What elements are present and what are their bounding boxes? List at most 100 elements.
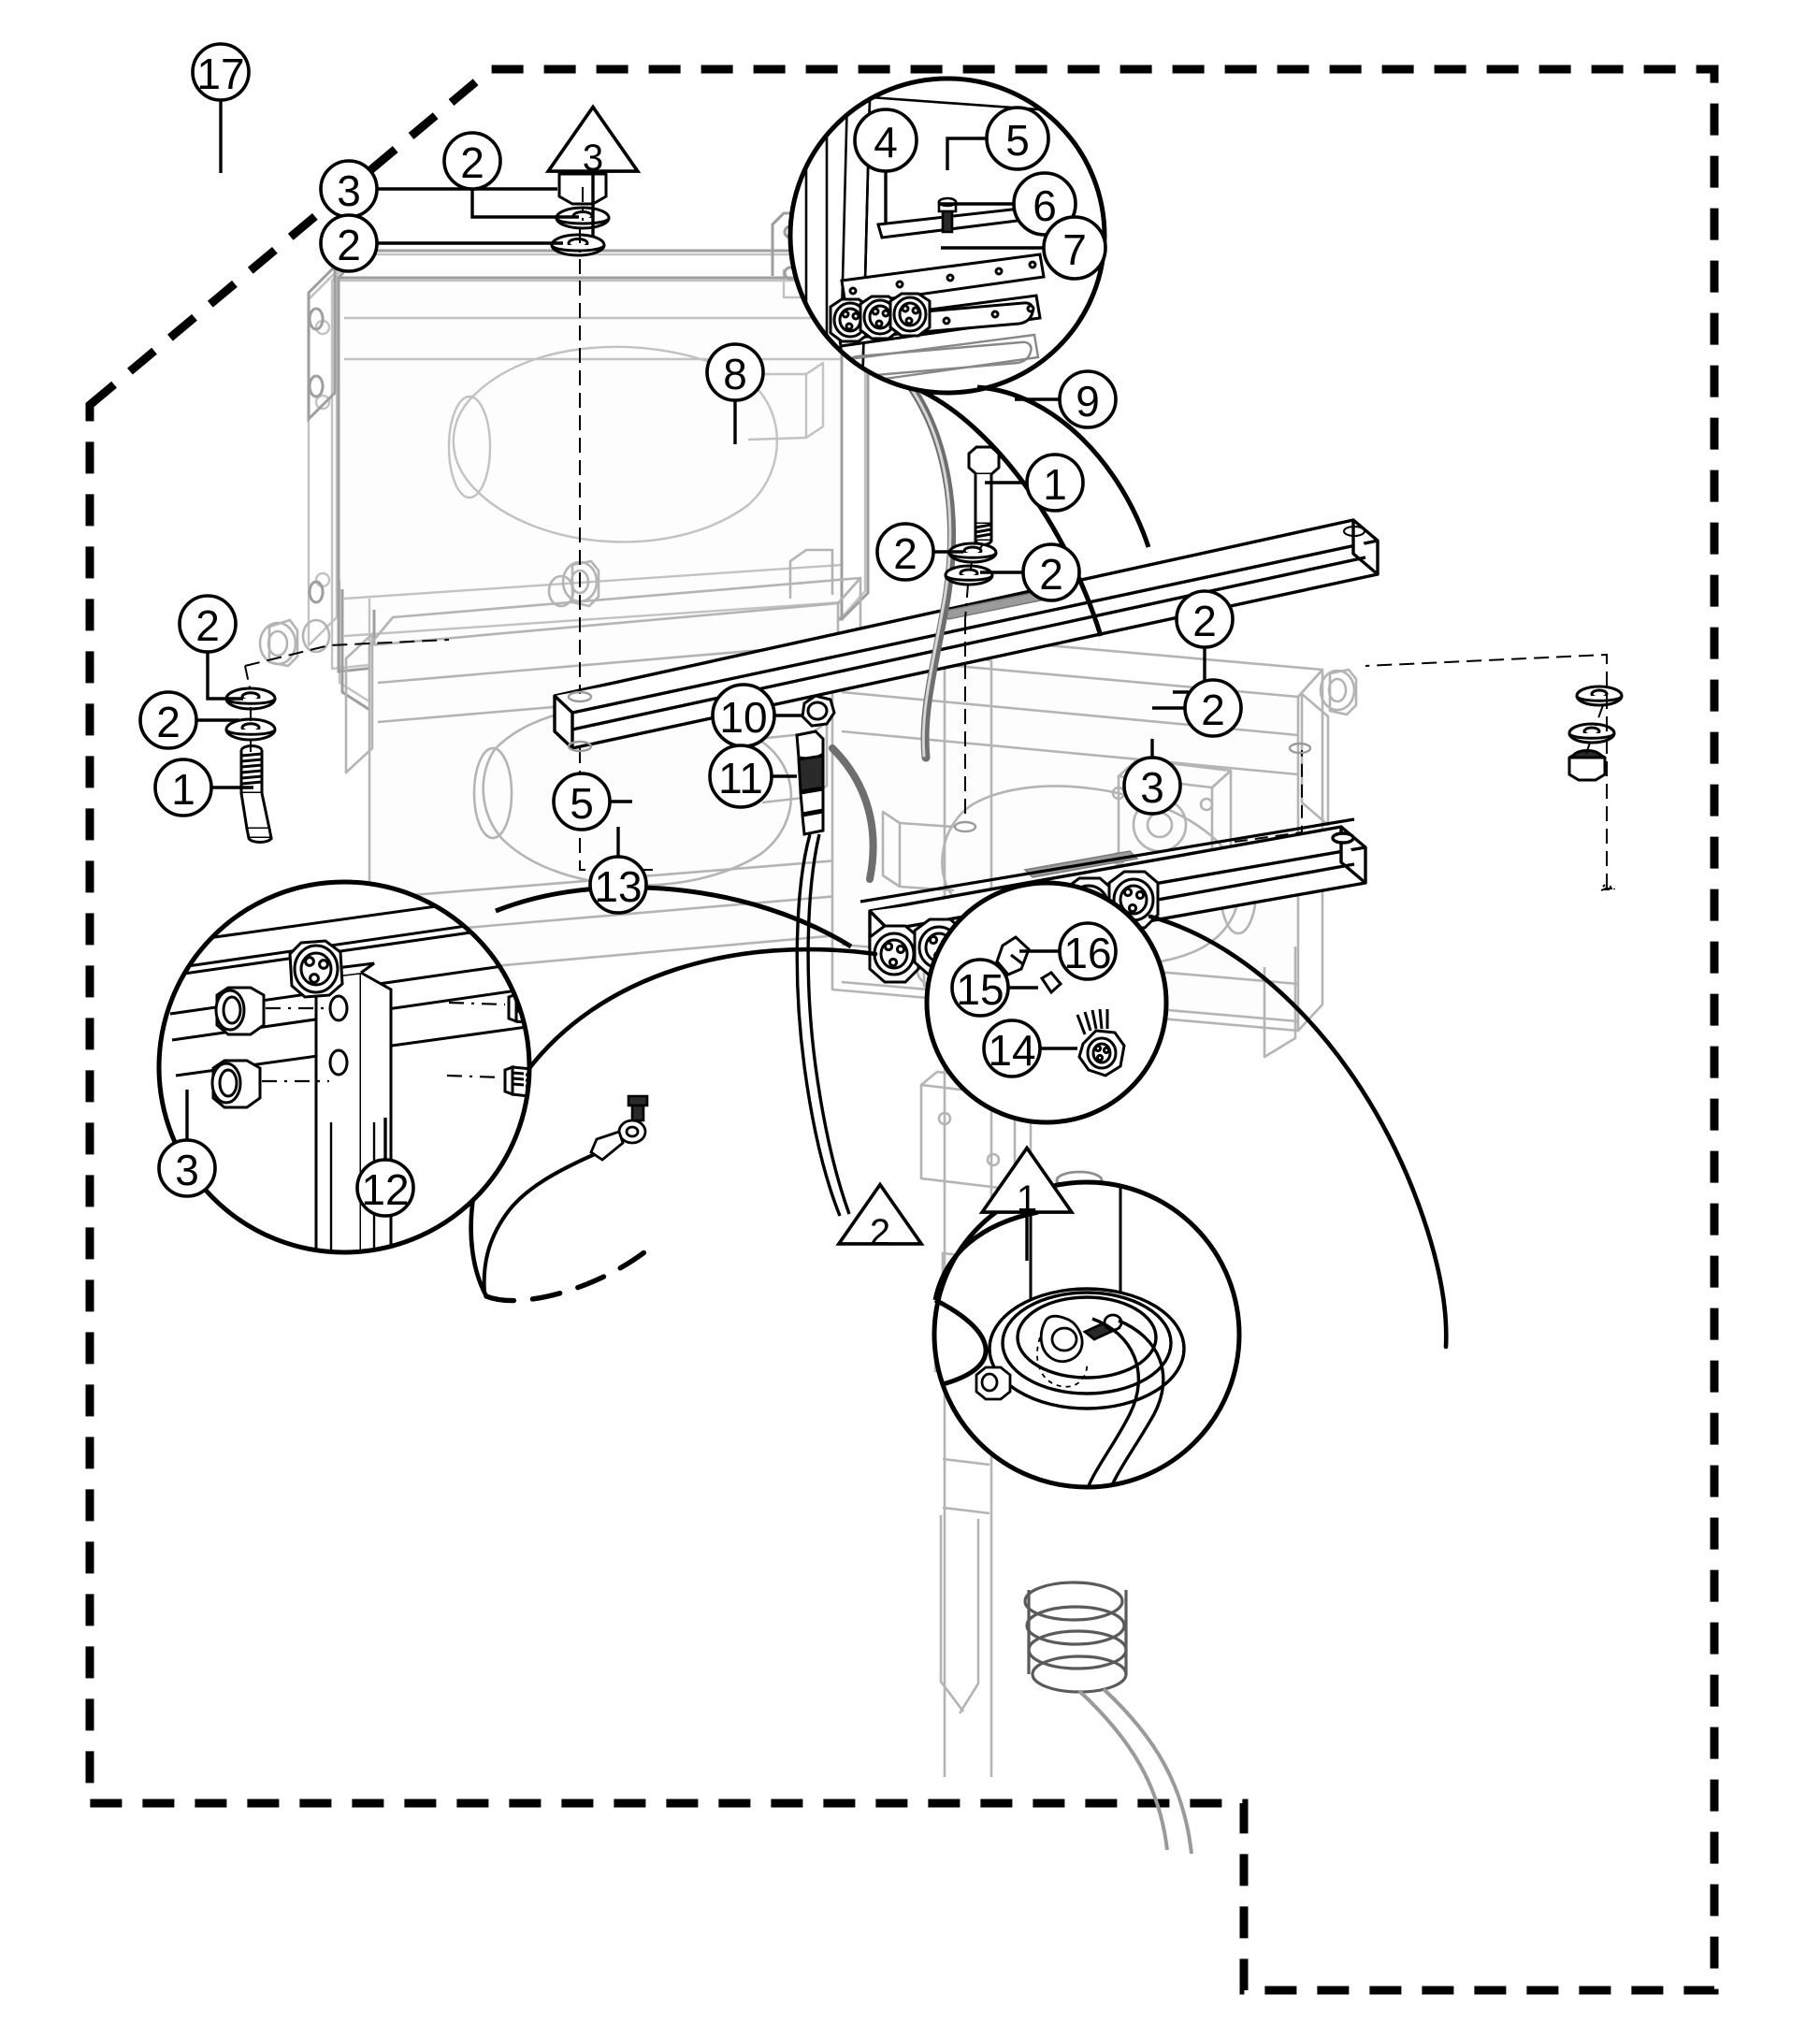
hardware-item10-washer [801,694,836,728]
callout-balloon-7[interactable]: 7 [941,215,1107,281]
crossbar-hole-left [1343,526,1365,537]
lock-nut-item3-detail-b [210,1059,262,1109]
callout-number: 2 [195,601,220,650]
callout-triangle-1[interactable]: 1 [978,1145,1076,1261]
sleeve-item15 [1039,971,1063,995]
callout-number: 2 [1039,550,1063,599]
lock-nut-item3-detail-a [214,986,266,1036]
callout-circle[interactable] [1183,678,1243,738]
callout-triangle-shape[interactable] [544,104,642,173]
triangle-callout-layer[interactable]: 3 1 2 [544,104,1076,1261]
callout-balloon-2[interactable]: 2 [1152,678,1243,738]
hardware-stack-left [224,639,450,844]
callout-circle[interactable] [1058,369,1118,429]
callout-circle[interactable] [157,1138,217,1198]
callout-circle[interactable] [1122,756,1182,816]
lock-nut-item3-far-right [1567,749,1607,782]
callout-balloon-14[interactable]: 14 [982,1019,1077,1078]
callout-number: 3 [337,166,361,215]
flat-washer-item2-lower [550,233,606,257]
screw-item5-center [627,1094,649,1122]
callout-balloon-3[interactable]: 3 [1122,739,1182,816]
callout-circle[interactable] [191,42,251,102]
connector-item14 [1076,1008,1126,1077]
callout-circle[interactable] [985,106,1050,171]
callout-balloon-2[interactable]: 2 [138,690,239,750]
callout-number: 16 [1063,929,1111,977]
main-cable-right-loop [1148,914,1449,1350]
flat-washer-item2-fr-upper [1575,685,1624,707]
callout-balloon-11[interactable]: 11 [708,744,797,809]
callout-number: 2 [337,221,361,269]
flat-washer-item2-right-lower [944,564,994,586]
callout-circle[interactable] [319,213,379,273]
callout-number: 1 [1043,460,1067,509]
callout-circle[interactable] [853,108,918,173]
callout-circle[interactable] [178,594,238,654]
callout-circle[interactable] [138,690,198,750]
callout-triangle-2[interactable]: 2 [835,1181,925,1253]
callout-circle[interactable] [708,744,773,809]
callout-balloon-3[interactable]: 3 [157,1090,217,1198]
callout-number: 3 [1140,763,1164,812]
callout-number: 14 [988,1026,1035,1075]
callout-leader-line [470,189,579,219]
callout-number: 6 [1033,181,1057,230]
callout-number: 13 [594,862,642,911]
callout-number: 12 [361,1165,409,1214]
callout-balloon-4[interactable]: 4 [853,108,918,223]
item13-ground-cable [482,1152,596,1293]
callout-balloon-2[interactable]: 2 [875,522,963,582]
callout-number: 4 [874,118,898,166]
callout-balloon-5[interactable]: 5 [946,106,1050,171]
callout-leader-line [946,137,987,170]
crossbar-bolt-holes [567,690,1312,833]
callout-circle[interactable] [552,772,612,831]
callout-balloon-5[interactable]: 5 [552,772,632,831]
callout-circle[interactable] [588,855,648,915]
hardware-stack-right [944,445,1001,620]
callout-balloon-8[interactable]: 8 [705,342,765,444]
callout-number: 11 [718,754,763,802]
callout-circle[interactable] [1175,589,1235,649]
upper-housing-cable-hl [885,357,952,758]
callout-balloon-2[interactable]: 2 [319,213,563,273]
callout-balloon-16[interactable]: 16 [1019,921,1118,981]
callout-circle[interactable] [875,522,935,582]
callout-balloon-9[interactable]: 9 [1015,369,1118,429]
callout-balloon-2[interactable]: 2 [178,594,243,701]
callout-circle[interactable] [1042,215,1107,281]
callout-balloon-1[interactable]: 1 [153,758,253,817]
item11-cable [795,833,851,1217]
hardware-stack-far-right [1365,653,1624,891]
main-cable-left-loop-dash [484,1241,657,1304]
callout-circle[interactable] [355,1158,415,1218]
callout-balloon-17[interactable]: 17 [191,42,251,173]
callout-triangle-3[interactable]: 3 [544,104,642,236]
callout-balloon-10[interactable]: 10 [711,683,802,748]
callout-balloon-2[interactable]: 2 [442,131,579,219]
callout-balloon-13[interactable]: 13 [588,827,648,915]
callout-balloon-12[interactable]: 12 [355,1118,415,1218]
callout-balloon-1[interactable]: 1 [985,453,1085,513]
callout-triangle-shape[interactable] [978,1145,1076,1214]
main-body-connectors-top [829,292,932,343]
centerline-top-stack [579,187,584,281]
callout-circle[interactable] [982,1019,1042,1078]
callout-circle[interactable] [705,342,765,402]
leader-dash-mid-to-crossbar [1234,750,1303,843]
callout-number: 1 [1017,1178,1037,1220]
callout-circle[interactable] [153,758,213,817]
callout-balloon-2[interactable]: 2 [980,542,1081,602]
callout-circle[interactable] [1021,542,1081,602]
mid-housing-cable [829,744,877,883]
callout-circle[interactable] [1058,921,1118,981]
callout-balloon-15[interactable]: 15 [950,958,1038,1018]
bolt-item12-detail-b [503,1064,529,1111]
callout-triangle-shape[interactable] [835,1181,925,1246]
callout-circle[interactable] [442,131,502,191]
cable-run-to-base [1077,1687,1193,1855]
callout-circle[interactable] [1025,453,1085,513]
callout-circle[interactable] [950,958,1010,1018]
